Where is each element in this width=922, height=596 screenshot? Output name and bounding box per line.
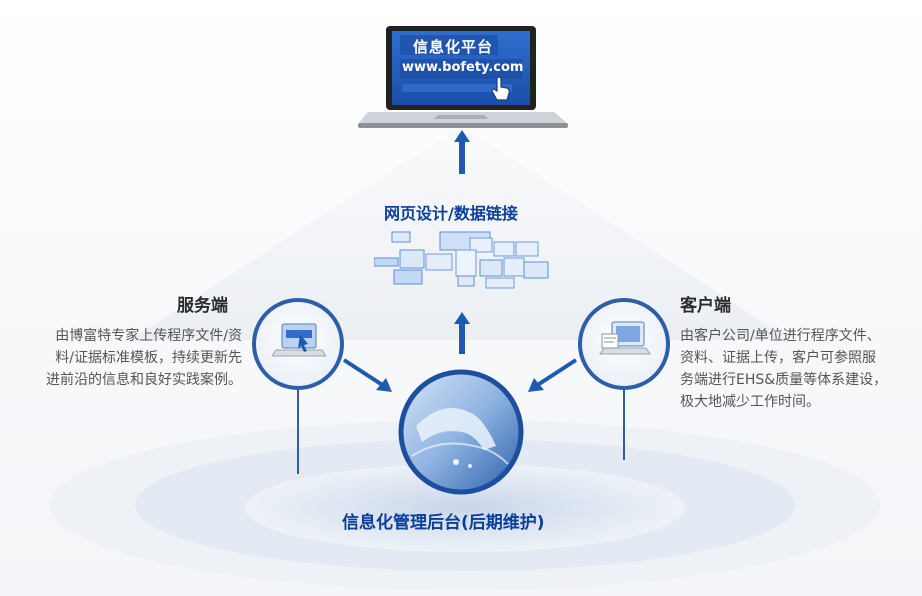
web-pages-icon bbox=[374, 231, 549, 289]
desc-line: 务端进行EHS&质量等体系建设， bbox=[680, 372, 888, 388]
backend-node bbox=[398, 369, 524, 495]
desc-line: 进前沿的信息和良好实践案例。 bbox=[46, 372, 242, 388]
documents-laptop-icon bbox=[599, 321, 651, 355]
server-side-description: 由博富特专家上传程序文件/资 料/证据标准模板，持续更新先 进前沿的信息和良好实… bbox=[20, 325, 242, 391]
desc-line: 由客户公司/单位进行程序文件、 bbox=[680, 328, 881, 344]
pointer-hand-icon bbox=[491, 76, 510, 101]
laptop-small-icon bbox=[272, 323, 326, 357]
laptop-illustration bbox=[358, 26, 568, 128]
arrow-up-top bbox=[454, 130, 470, 174]
backend-label: 信息化管理后台(后期维护) bbox=[342, 513, 545, 533]
arrow-up-middle bbox=[454, 312, 470, 354]
desc-line: 由博富特专家上传程序文件/资 bbox=[55, 328, 242, 344]
desc-line: 资料、证据上传，客户可参照服 bbox=[680, 350, 876, 366]
desc-line: 极大地减少工作时间。 bbox=[680, 394, 820, 410]
client-side-description: 由客户公司/单位进行程序文件、 资料、证据上传，客户可参照服 务端进行EHS&质… bbox=[680, 325, 916, 413]
laptop-title: 信息化平台 bbox=[413, 38, 494, 56]
center-label: 网页设计/数据链接 bbox=[384, 204, 518, 223]
server-side-title: 服务端 bbox=[177, 296, 228, 316]
desc-line: 料/证据标准模板，持续更新先 bbox=[55, 350, 242, 366]
base-ring-inner bbox=[245, 464, 685, 552]
arrow-left-to-center bbox=[342, 358, 392, 392]
laptop-url: www.bofety.com bbox=[402, 60, 524, 75]
arrow-right-to-center bbox=[528, 358, 578, 392]
client-side-title: 客户端 bbox=[680, 296, 731, 316]
